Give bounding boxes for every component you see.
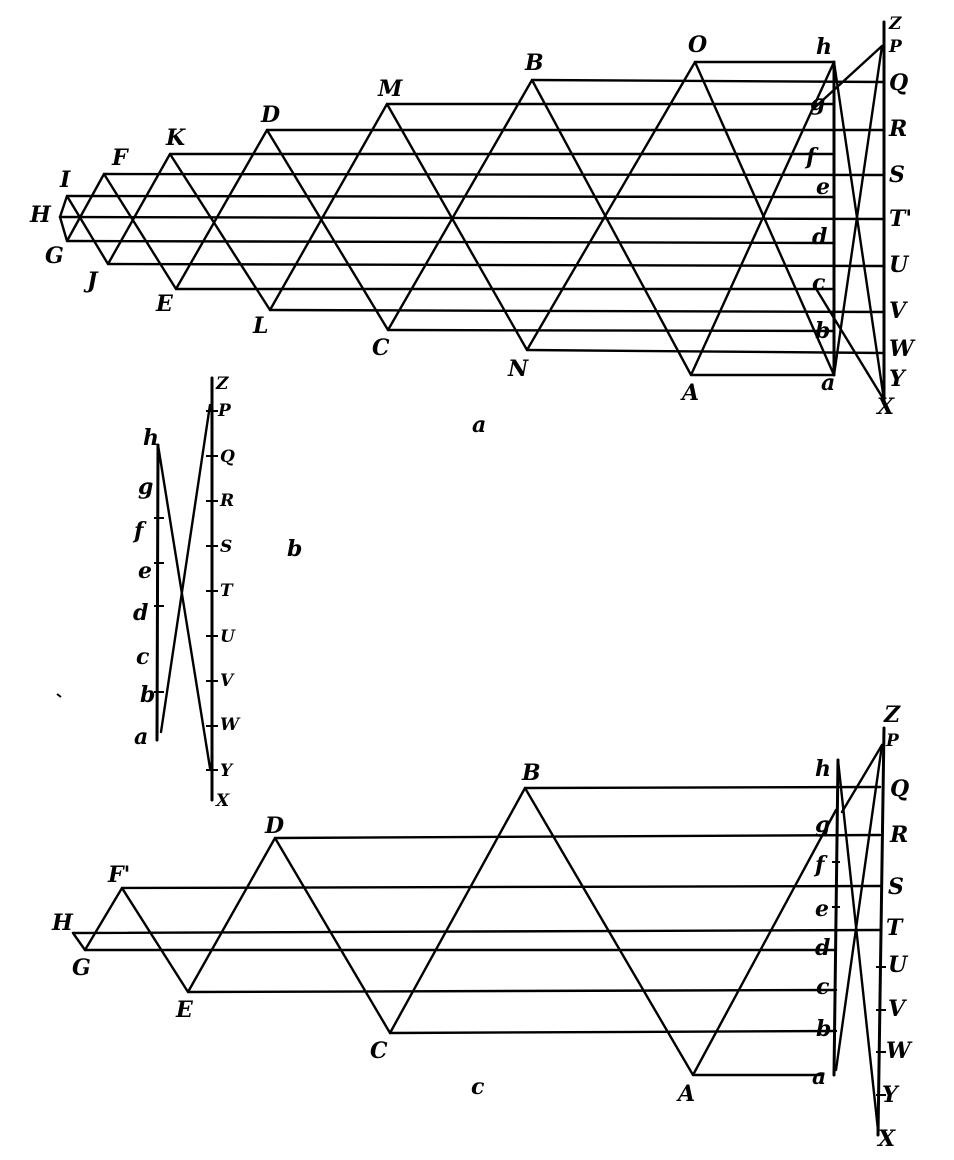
label-c-G: G <box>72 955 91 981</box>
label-c-R: R <box>889 822 908 848</box>
label-b-Q: Q <box>220 447 235 467</box>
label-c-T: T <box>886 915 904 941</box>
figure-a: H I G F J K E D L M C B N O A h g f e d … <box>29 14 916 438</box>
fig-c-axes <box>832 726 886 1137</box>
label-a-O: O <box>688 32 707 58</box>
label-b-g: g <box>138 474 153 500</box>
label-c-a: a <box>812 1064 826 1090</box>
label-c-c: c <box>816 974 830 1000</box>
label-c-V: V <box>888 996 907 1022</box>
label-a-Q: Q <box>889 70 908 96</box>
label-a-V: V <box>889 298 908 324</box>
caption-b: b <box>287 536 302 562</box>
fig-a-labels: H I G F J K E D L M C B N O A h g f e d … <box>29 14 916 420</box>
label-b-Z: Z <box>215 374 229 394</box>
label-a-B: B <box>524 50 544 76</box>
label-b-X: X <box>215 791 230 811</box>
label-b-R: R <box>219 491 234 511</box>
label-b-d: d <box>133 600 148 626</box>
label-a-I: I <box>59 167 71 193</box>
label-c-b: b <box>816 1016 831 1042</box>
label-b-e: e <box>138 558 152 584</box>
label-a-N: N <box>507 356 529 382</box>
label-a-b: b <box>815 318 830 344</box>
label-b-T: T <box>220 581 234 601</box>
fig-b-ticks <box>154 410 218 771</box>
label-c-Z: Z <box>883 702 901 728</box>
label-a-c: c <box>812 270 826 296</box>
label-a-E: E <box>155 291 174 317</box>
label-a-R: R <box>888 116 907 142</box>
figure-b: h g f e d c b a Z P Q R S T U V W Y X b <box>56 374 302 811</box>
label-c-B: B <box>521 760 541 786</box>
label-b-W: W <box>220 715 241 735</box>
label-b-a: a <box>134 724 148 750</box>
label-b-V: V <box>220 671 235 691</box>
label-a-f: f <box>804 144 819 170</box>
label-a-h: h <box>816 34 832 60</box>
label-c-E: E <box>175 997 194 1023</box>
label-a-W: W <box>889 336 916 362</box>
fig-b-axes <box>155 376 214 802</box>
fig-c-horizontal-lines <box>71 785 882 1077</box>
label-c-g: g <box>815 812 830 838</box>
label-c-X: X <box>876 1126 896 1152</box>
label-c-h: h <box>815 756 831 782</box>
label-a-T: T' <box>889 206 912 232</box>
fig-b-labels: h g f e d c b a Z P Q R S T U V W Y X <box>132 374 241 811</box>
label-a-U: U <box>889 252 910 278</box>
label-a-D: D <box>260 102 280 128</box>
label-c-e: e <box>815 896 829 922</box>
caption-c: c <box>471 1074 485 1100</box>
label-a-X: X <box>875 394 895 420</box>
label-a-Z: Z <box>888 14 902 34</box>
label-c-D: D <box>264 813 284 839</box>
label-c-S: S <box>888 874 904 900</box>
label-b-c: c <box>136 644 150 670</box>
label-c-Q: Q <box>890 776 909 802</box>
label-a-G: G <box>45 243 64 269</box>
label-a-K: K <box>165 125 186 151</box>
label-a-C: C <box>372 335 390 361</box>
label-c-W: W <box>886 1038 913 1064</box>
label-c-H: H <box>51 910 74 936</box>
label-a-g: g <box>810 90 825 116</box>
fig-c-ticks <box>832 861 886 1096</box>
label-a-J: J <box>83 268 99 294</box>
figure-c: H G F' E D C B A h g f e d c b a Z P Q R… <box>51 702 913 1152</box>
label-c-U: U <box>888 952 909 978</box>
label-b-U: U <box>220 627 236 647</box>
label-b-b: b <box>140 682 155 708</box>
label-c-F: F' <box>107 862 130 888</box>
label-a-A: A <box>680 380 699 406</box>
label-a-M: M <box>377 76 403 102</box>
label-a-a: a <box>821 370 835 396</box>
stray-mark <box>56 693 62 698</box>
label-a-P: P <box>888 37 903 57</box>
fig-a-horizontal-lines <box>58 60 886 377</box>
label-a-F: F <box>111 145 129 171</box>
label-a-H: H <box>29 202 52 228</box>
label-b-Y: Y <box>220 761 234 781</box>
label-b-f: f <box>132 518 147 544</box>
label-c-f: f <box>813 852 828 878</box>
fig-a-axes <box>810 20 886 402</box>
label-a-e: e <box>816 174 830 200</box>
label-a-d: d <box>812 224 827 250</box>
label-b-S: S <box>220 537 232 557</box>
label-b-P: P <box>217 401 232 421</box>
fig-c-labels: H G F' E D C B A h g f e d c b a Z P Q R… <box>51 702 913 1152</box>
caption-a: a <box>472 412 486 438</box>
fig-c-zigzag <box>71 786 838 1077</box>
label-c-d: d <box>815 935 830 961</box>
label-c-Y: Y <box>882 1082 900 1108</box>
label-c-P: P <box>885 731 900 751</box>
fig-a-zigzag <box>58 60 836 377</box>
label-a-Y: Y <box>889 366 907 392</box>
label-c-A: A <box>676 1081 695 1107</box>
label-a-S: S <box>889 162 905 188</box>
label-b-h: h <box>143 425 159 451</box>
label-a-L: L <box>252 313 268 339</box>
label-c-C: C <box>370 1038 388 1064</box>
